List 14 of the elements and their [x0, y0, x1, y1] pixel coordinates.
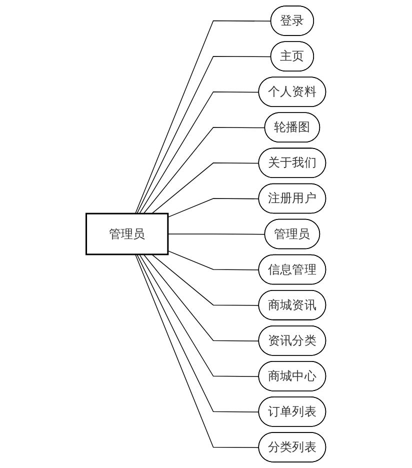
node-box: 管理员	[86, 212, 169, 256]
connector	[143, 127, 266, 214]
connector	[136, 56, 272, 214]
connector	[134, 20, 272, 214]
connector	[151, 254, 260, 306]
connector	[168, 250, 260, 270]
connector	[151, 162, 260, 214]
connector	[136, 254, 260, 412]
connector	[143, 254, 260, 342]
connector	[168, 198, 260, 218]
connector	[134, 254, 260, 448]
connector	[139, 91, 260, 214]
connector	[139, 254, 260, 377]
connector	[168, 234, 266, 235]
